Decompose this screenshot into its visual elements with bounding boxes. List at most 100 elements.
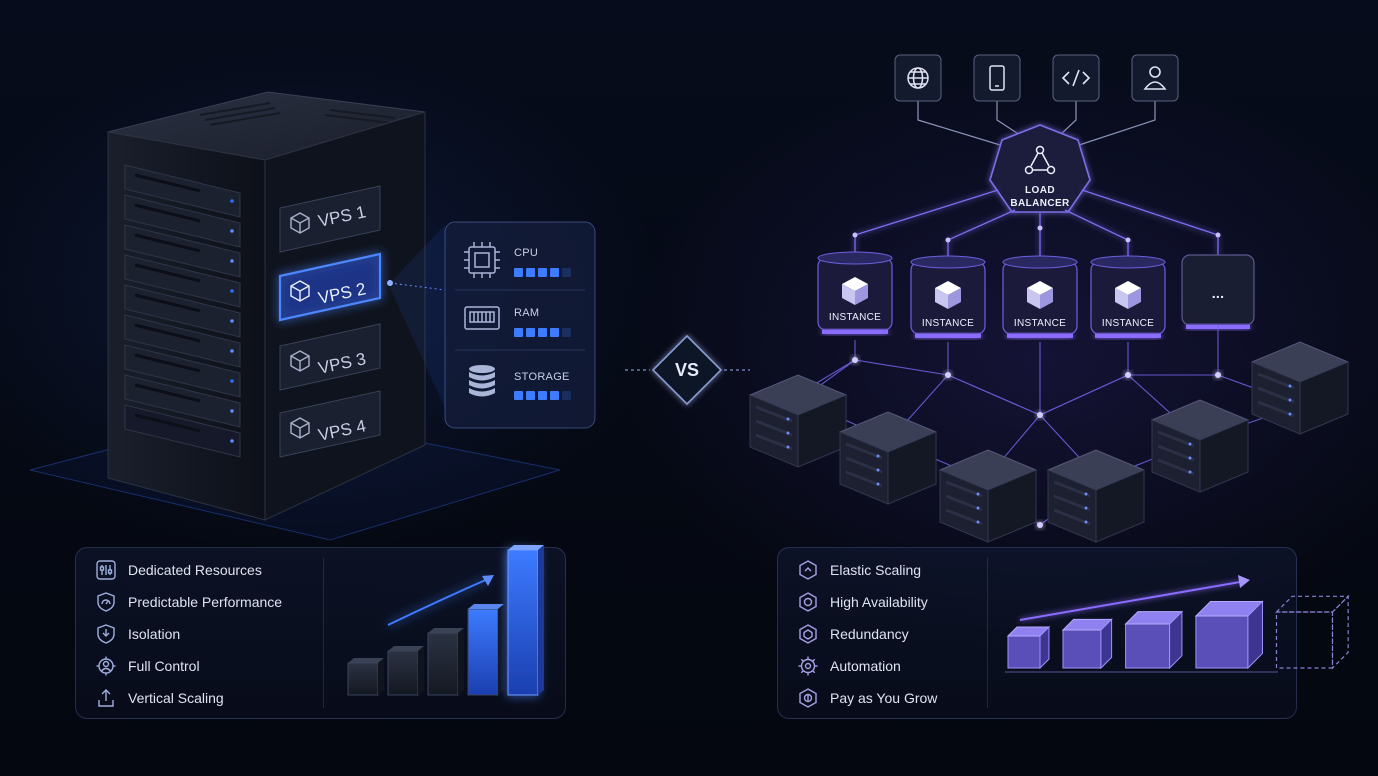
vps-slot[interactable]: [278, 252, 382, 322]
rack-units: [124, 164, 241, 458]
feature-label: Full Control: [128, 658, 200, 674]
feature-isolation: Isolation: [94, 621, 180, 647]
resource-label-cpu: CPU: [514, 247, 539, 259]
feature-label: High Availability: [830, 594, 928, 610]
vps-slot[interactable]: [279, 390, 381, 458]
rack-unit: [124, 194, 241, 248]
load-balancer-line2: BALANCER: [1010, 198, 1070, 209]
cpu-chip-icon: [464, 242, 500, 278]
future-capacity-cube: [1275, 594, 1350, 670]
status-led: [230, 439, 234, 443]
mesh-node: [852, 357, 858, 363]
instance-4-label: INSTANCE: [1101, 318, 1155, 329]
cube-icon: [290, 350, 310, 372]
meter-segment: [562, 328, 571, 337]
status-led: [230, 319, 234, 323]
feature-elastic-scaling: Elastic Scaling: [796, 557, 921, 583]
rack-unit: [124, 224, 241, 278]
client-mobile-tile[interactable]: [973, 54, 1021, 102]
meter-segment: [538, 268, 547, 277]
status-led: [230, 409, 234, 413]
server-node: [1150, 399, 1250, 493]
feature-high-availability: High Availability: [796, 589, 928, 615]
growth-cube: [1124, 610, 1184, 670]
vps-slot[interactable]: [279, 323, 381, 391]
growth-cube: [1006, 625, 1051, 670]
meter-segment: [514, 328, 523, 337]
feature-vertical-scaling: Vertical Scaling: [94, 685, 224, 711]
network-nodes-icon: [1024, 145, 1056, 175]
feature-label: Pay as You Grow: [830, 690, 938, 706]
instance-node[interactable]: [817, 251, 893, 334]
feature-label: Automation: [830, 658, 901, 674]
mesh-node: [1037, 412, 1043, 418]
sliders-icon: [94, 558, 118, 582]
pay-growth-icon: [796, 686, 820, 710]
cube-icon: [842, 277, 868, 305]
vs-badge: VS: [674, 360, 699, 380]
instance-3-label: INSTANCE: [1013, 318, 1067, 329]
server-node: [1046, 449, 1146, 543]
cube-icon: [290, 280, 310, 302]
meter-segment: [538, 328, 547, 337]
meter-segment: [550, 268, 559, 277]
growth-cube: [1061, 618, 1113, 670]
meter-segment: [514, 268, 523, 277]
feature-label: Dedicated Resources: [128, 562, 262, 578]
database-icon: [469, 365, 495, 397]
feature-label: Predictable Performance: [128, 594, 283, 610]
globe-icon: [907, 67, 929, 89]
mesh-node: [945, 372, 951, 378]
gauge-shield-icon: [94, 590, 118, 614]
upload-arrow-icon: [94, 686, 118, 710]
server-nodes: [748, 341, 1350, 543]
instance-node[interactable]: [1002, 255, 1078, 338]
load-balancer-label: LOAD BALANCER: [1000, 184, 1080, 210]
feature-label: Vertical Scaling: [128, 690, 224, 706]
server-node: [838, 411, 938, 505]
client-user-tile[interactable]: [1131, 54, 1179, 102]
shield-icon: [94, 622, 118, 646]
meter-segment: [526, 328, 535, 337]
growth-bar: [507, 545, 544, 696]
gear-person-icon: [94, 654, 118, 678]
instance-node[interactable]: [1090, 255, 1166, 338]
load-balancer[interactable]: [989, 124, 1091, 213]
user-icon: [1143, 66, 1167, 90]
meter-segment: [562, 391, 571, 400]
meter-segment: [526, 391, 535, 400]
rack-unit: [124, 374, 241, 428]
cube-icon: [1027, 281, 1053, 309]
feature-redundancy: Redundancy: [796, 621, 909, 647]
feature-automation: Automation: [796, 653, 901, 679]
rack-unit: [124, 314, 241, 368]
client-globe-tile[interactable]: [894, 54, 942, 102]
server-node: [938, 449, 1038, 543]
code-icon: [1061, 69, 1091, 87]
cube-icon: [290, 212, 310, 234]
load-balancer-line1: LOAD: [1025, 185, 1055, 196]
feature-predictable-performance: Predictable Performance: [94, 589, 282, 615]
elastic-scaling-icon: [796, 558, 820, 582]
feature-label: Elastic Scaling: [830, 562, 922, 578]
instance-node[interactable]: [910, 255, 986, 338]
feature-full-control: Full Control: [94, 653, 200, 679]
automation-gear-icon: [796, 654, 820, 678]
server-node: [1250, 341, 1350, 435]
meter-segment: [550, 391, 559, 400]
growth-bar: [387, 646, 424, 696]
cube-icon: [1115, 281, 1141, 309]
mesh-node: [1215, 372, 1221, 378]
status-led: [230, 199, 234, 203]
client-code-tile[interactable]: [1052, 54, 1100, 102]
status-led: [230, 259, 234, 263]
instance-1-label: INSTANCE: [828, 312, 882, 323]
status-led: [230, 349, 234, 353]
vps-slot[interactable]: [279, 185, 381, 253]
status-led: [230, 289, 234, 293]
